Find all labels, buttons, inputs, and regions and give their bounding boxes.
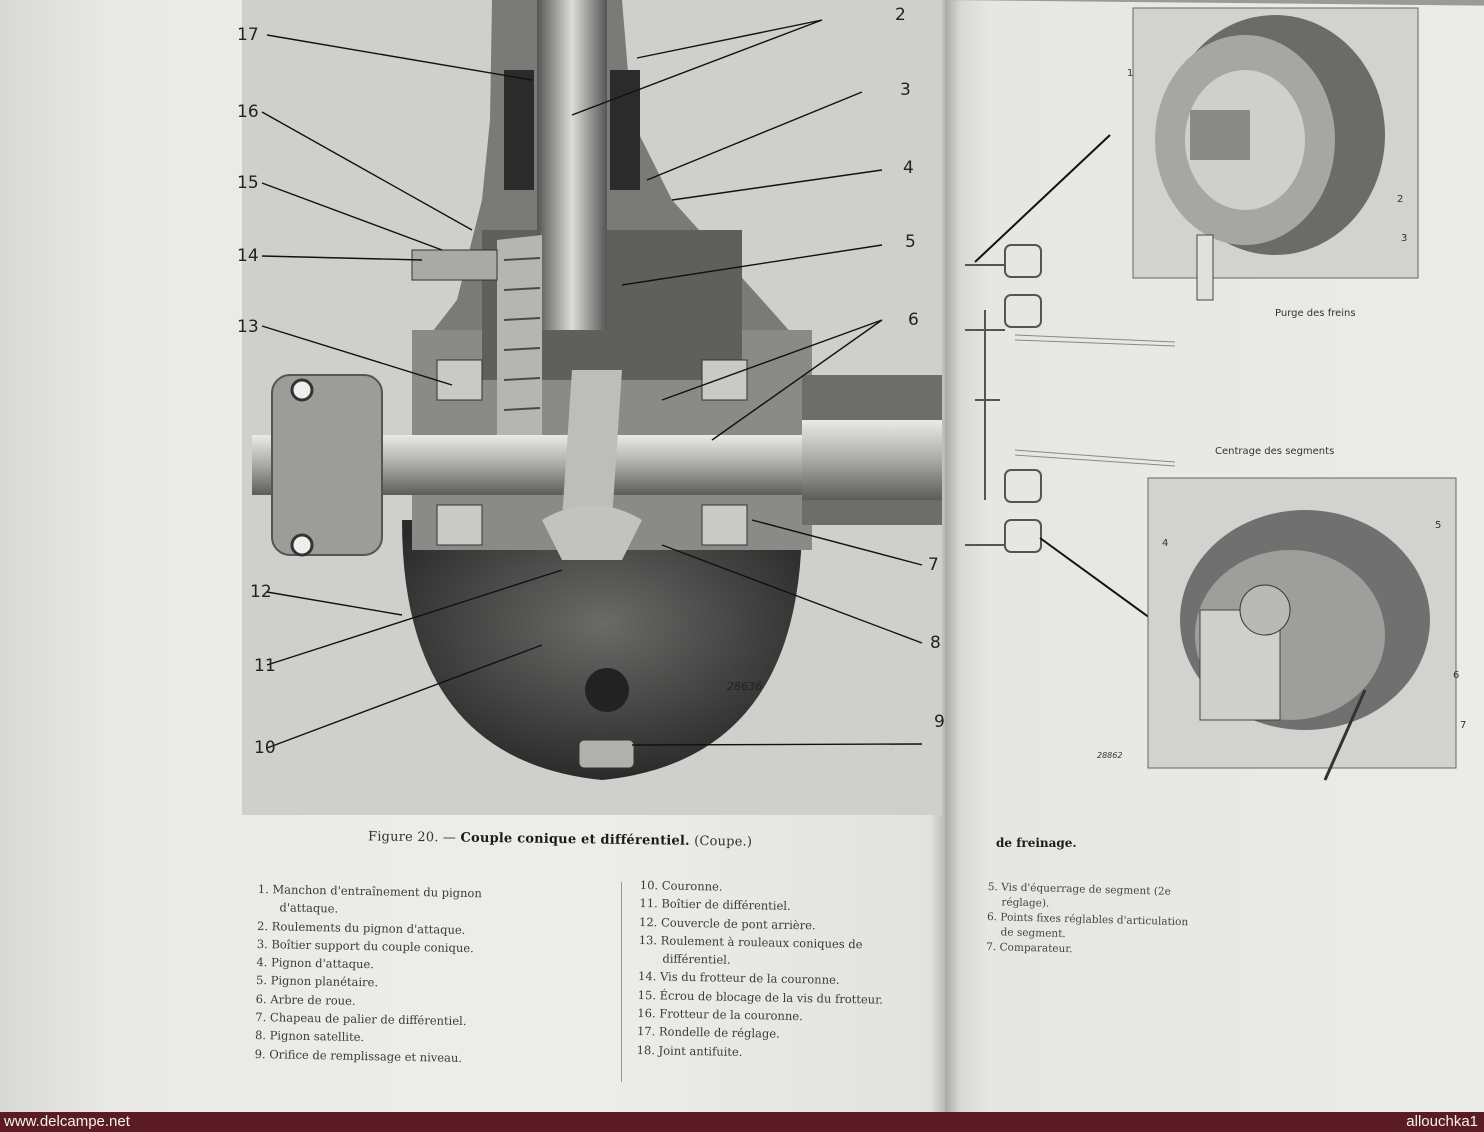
legend-divider — [621, 882, 622, 1082]
right-legend: 5. Vis d'équerrage de segment (2e réglag… — [986, 880, 1189, 960]
caption-prefix: Figure 20. — — [367, 829, 457, 846]
callout-4: 4 — [903, 158, 914, 178]
right-num-6: 6 — [1453, 670, 1460, 681]
callout-6: 6 — [908, 310, 919, 330]
right-num-1: 1 — [1127, 68, 1134, 79]
callout-13: 13 — [237, 317, 259, 337]
right-num-3: 3 — [1401, 233, 1408, 244]
differential-figure: 28636 — [242, 0, 942, 815]
callout-3: 3 — [900, 80, 911, 100]
callout-7: 7 — [928, 555, 939, 575]
bottom-border — [0, 1112, 1484, 1132]
callout-15: 15 — [237, 173, 259, 193]
drawing-ref: 28636 — [727, 680, 762, 693]
callout-16: 16 — [237, 102, 259, 122]
callout-14: 14 — [237, 246, 259, 266]
caption-suffix: (Coupe.) — [694, 833, 753, 850]
differential-illustration: 28636 — [252, 0, 942, 780]
right-num-2: 2 — [1397, 194, 1404, 205]
callout-2: 2 — [895, 5, 906, 25]
callout-10: 10 — [254, 738, 276, 758]
right-drawing-ref: 28862 — [1097, 751, 1122, 760]
right-num-4: 4 — [1162, 538, 1169, 549]
right-num-7: 7 — [1460, 720, 1467, 731]
right-num-5: 5 — [1435, 520, 1442, 531]
caption-title: Couple conique et différentiel. — [460, 830, 690, 849]
callout-17: 17 — [237, 25, 259, 45]
watermark-right: allouchka1 — [1406, 1113, 1478, 1130]
legend-left-column: 1. Manchon d'entraînement du pignon d'at… — [254, 880, 482, 1067]
brake-illustrations: 28862 — [965, 7, 1457, 781]
callout-11: 11 — [254, 656, 276, 676]
label-purge-des-freins: Purge des freins — [1275, 308, 1356, 319]
legend-middle-column: 10. Couronne. 11. Boîtier de différentie… — [636, 876, 885, 1064]
callout-5: 5 — [905, 232, 916, 252]
label-centrage-des-segments: Centrage des segments — [1215, 446, 1335, 457]
watermark-left: www.delcampe.net — [4, 1113, 130, 1130]
callout-8: 8 — [930, 633, 941, 653]
callout-12: 12 — [250, 582, 272, 602]
right-caption: de freinage. — [996, 836, 1077, 850]
callout-9: 9 — [934, 712, 945, 732]
